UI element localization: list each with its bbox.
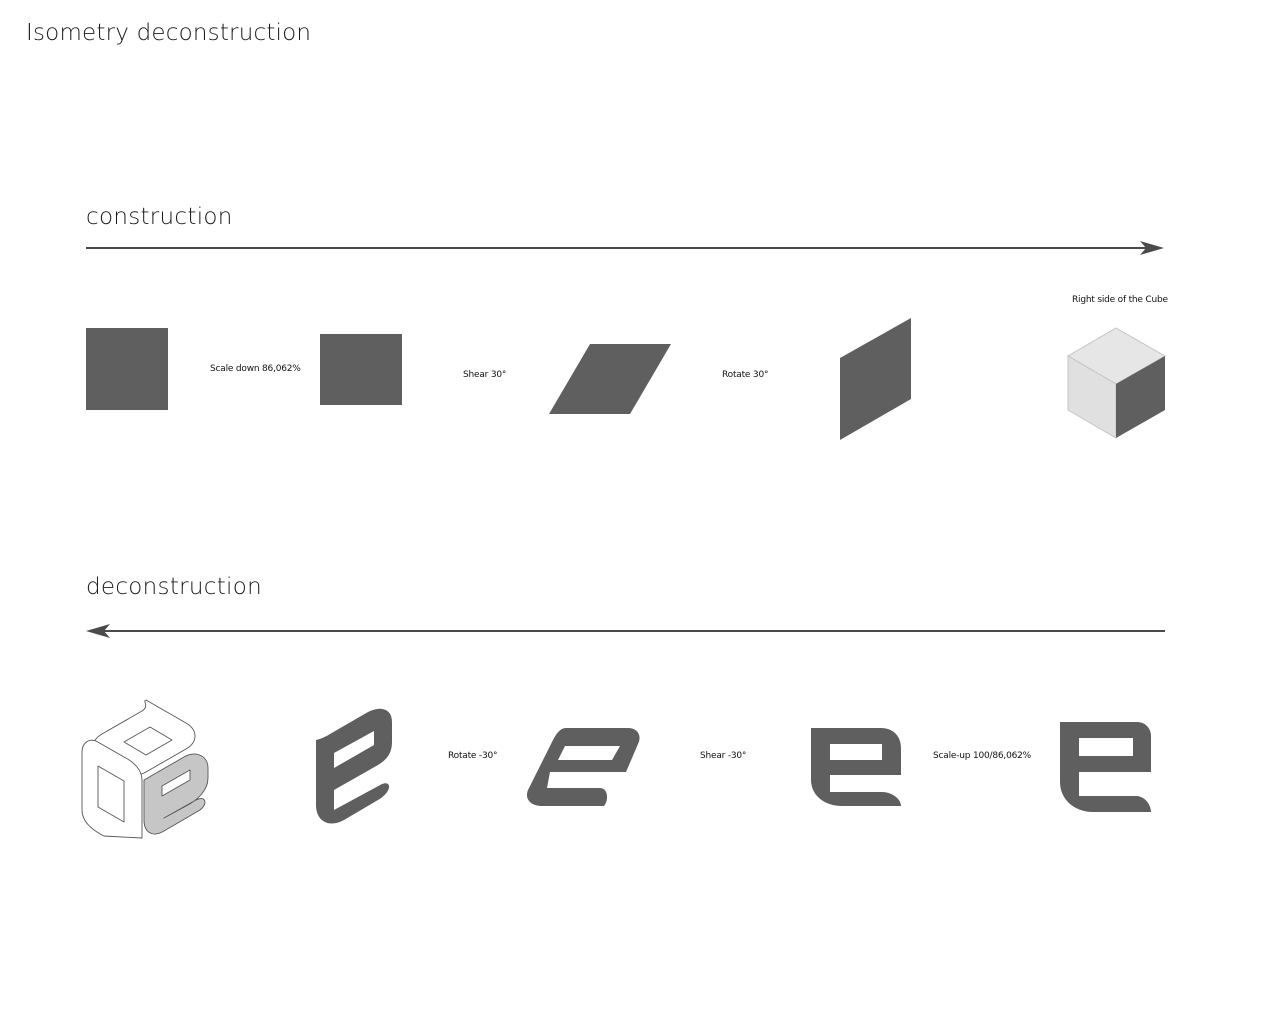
letter-cube-right-inner: [161, 769, 191, 797]
final-letter-e: [1060, 722, 1151, 812]
construction-arrow-head: [1140, 241, 1164, 255]
step-label-shear-back: Shear -30°: [700, 751, 747, 761]
step-label-rotate-back: Rotate -30°: [448, 751, 498, 761]
sheared-parallelogram: [549, 344, 671, 414]
rotated-letter-e: [316, 708, 392, 824]
letter-cube-left-inner: [97, 765, 125, 823]
sheared-letter-e: [526, 728, 640, 806]
letter-cube-right: [143, 753, 209, 835]
isometric-cube: [1067, 327, 1167, 439]
isometric-letter-cube: [81, 699, 209, 839]
step-label-rotate: Rotate 30°: [722, 370, 769, 380]
deconstruction-heading: deconstruction: [86, 574, 262, 600]
cube-side-note: Right side of the Cube: [1072, 295, 1168, 305]
original-square: [86, 328, 168, 410]
straightened-letter-e: [811, 728, 901, 806]
cube-right-face: [1116, 356, 1165, 438]
construction-heading: construction: [86, 204, 233, 230]
deconstruction-arrow-head: [86, 624, 110, 638]
letter-cube-top-inner: [123, 726, 173, 756]
step-label-shear: Shear 30°: [463, 370, 507, 380]
step-label-scale-up: Scale-up 100/86,062%: [933, 751, 1031, 761]
scaled-square: [320, 334, 402, 405]
page-title: Isometry deconstruction: [26, 20, 312, 46]
rotated-face: [840, 318, 911, 440]
step-label-scale-down: Scale down 86,062%: [210, 364, 301, 374]
